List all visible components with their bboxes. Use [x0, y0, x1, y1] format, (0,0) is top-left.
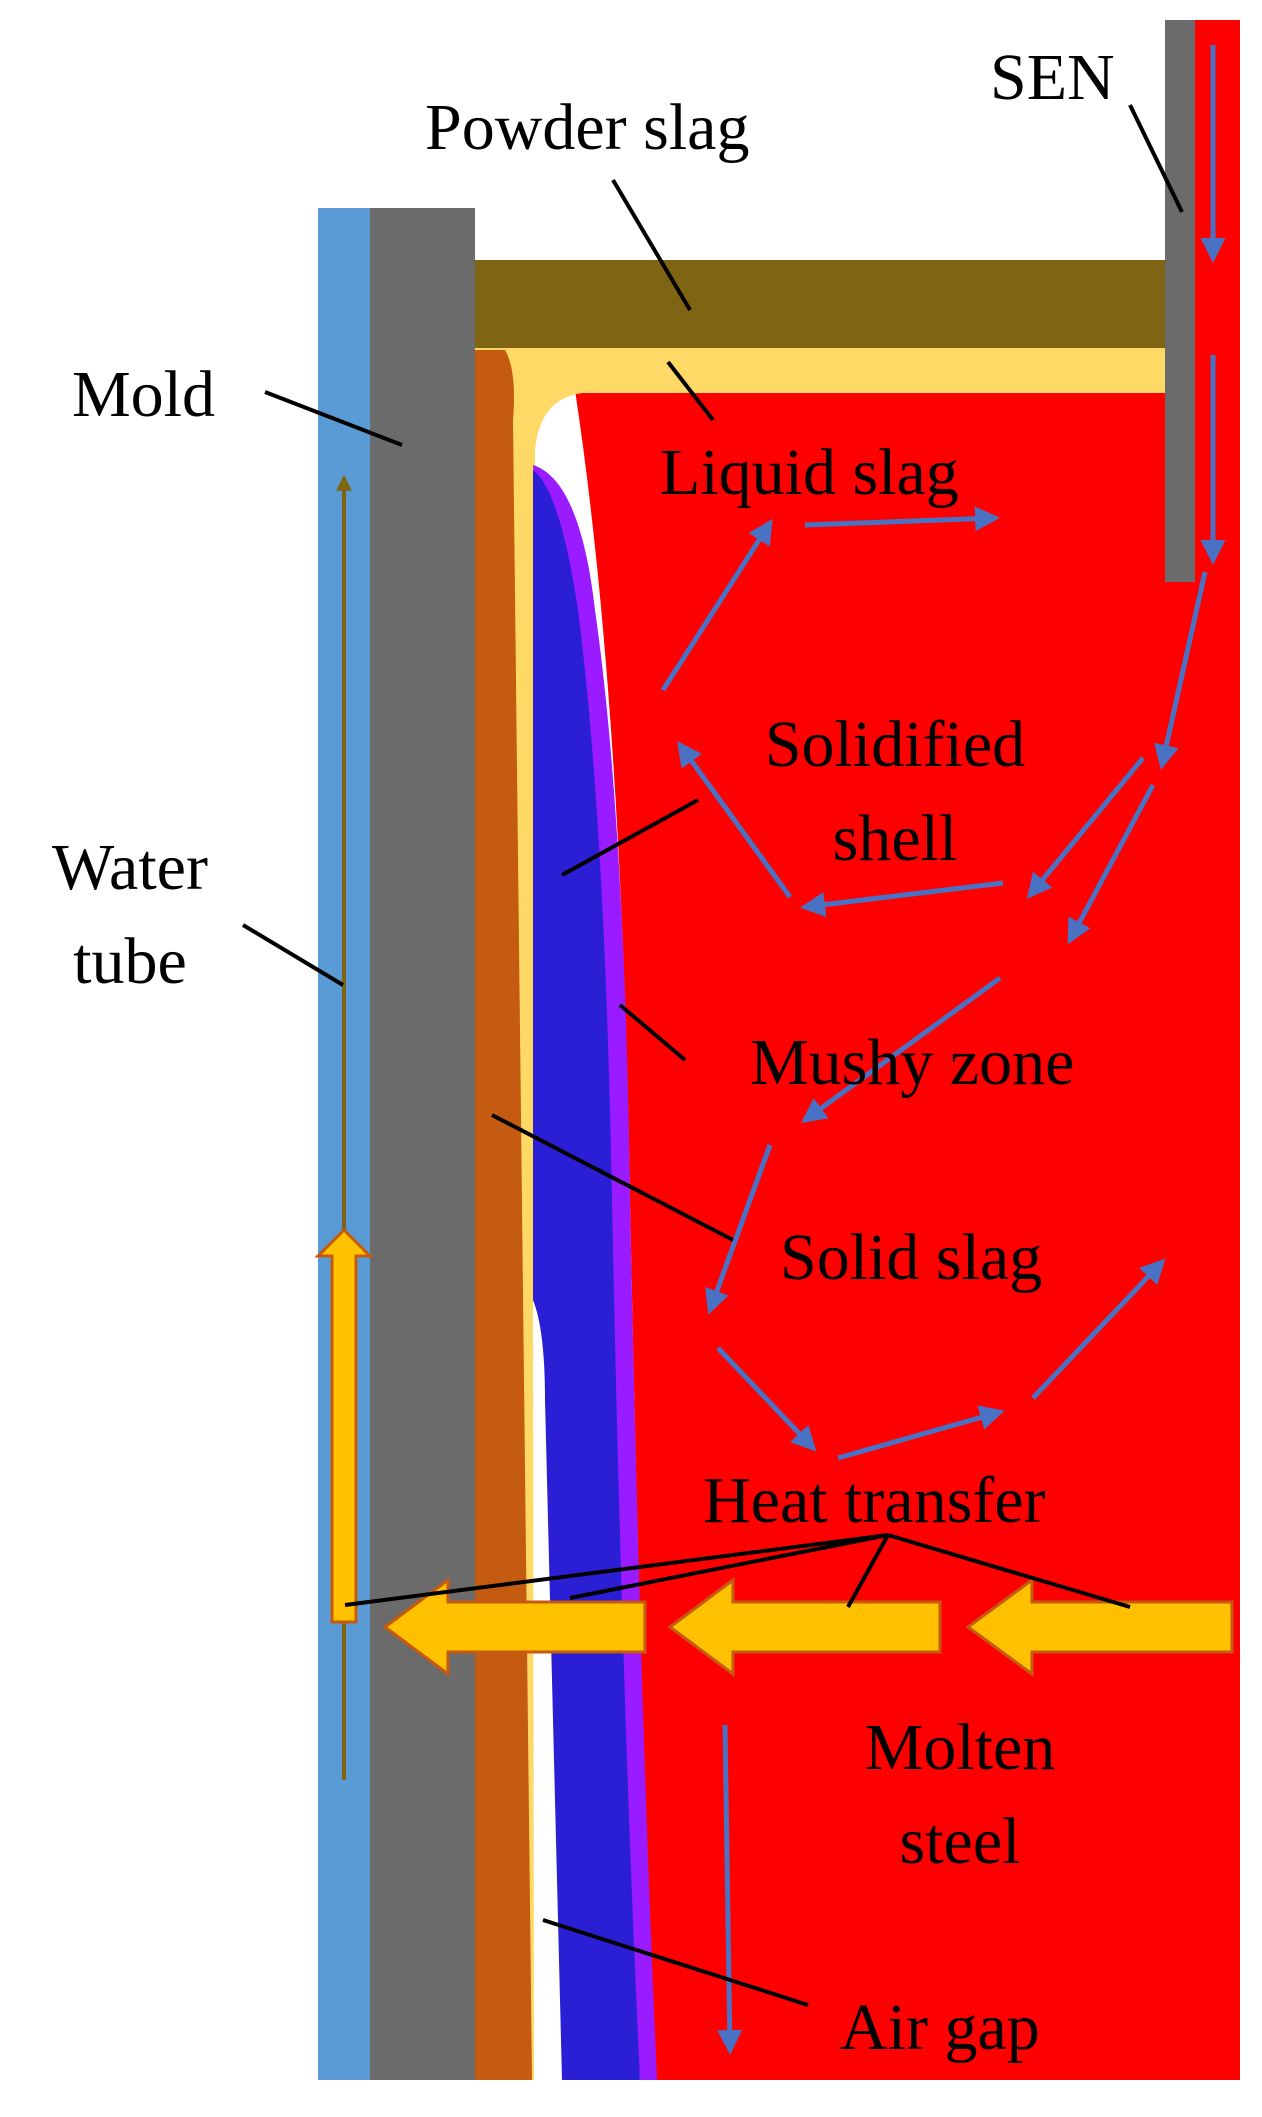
- flow-arrow: [1154, 571, 1208, 770]
- label-water-tube: Water tube: [20, 835, 240, 995]
- air-gap: [533, 1300, 562, 2080]
- leader-line-heat-transfer: [887, 1533, 1131, 1609]
- label-solidified-shell-line1: Solidified: [764, 708, 1026, 781]
- leader-lines: [241, 104, 1184, 2007]
- label-solid-slag: Solid slag: [780, 1221, 1043, 1294]
- flow-arrow: [1067, 783, 1156, 945]
- flow-arrow: [800, 975, 1002, 1123]
- label-mushy-zone: Mushy zone: [750, 1026, 1075, 1099]
- flow-arrow: [716, 1346, 817, 1452]
- label-mold: Mold: [72, 358, 216, 431]
- flow-arrow: [837, 1405, 1005, 1461]
- flow-arrows: [660, 45, 1226, 2055]
- label-air-gap: Air gap: [840, 1991, 1040, 2064]
- mold-wall: [370, 208, 475, 2080]
- heat-arrow-3: [382, 1577, 647, 1677]
- label-solidified-shell-line2: shell: [832, 802, 958, 875]
- powder-slag-layer: [475, 260, 1165, 348]
- leader-line-solidified-shell: [561, 798, 699, 877]
- sen-nozzle: [1165, 20, 1195, 582]
- label-water-tube-line1: Water: [52, 831, 208, 904]
- leader-line-air-gap: [542, 1918, 809, 2007]
- leader-line-heat-transfer: [569, 1533, 889, 1600]
- heat-arrow-1: [965, 1577, 1234, 1677]
- heat-arrow-2: [667, 1577, 942, 1677]
- label-heat-transfer: Heat transfer: [703, 1464, 1046, 1537]
- flow-arrow: [717, 1724, 743, 2055]
- flow-arrow: [804, 506, 1000, 532]
- leader-line-mushy-zone: [618, 1003, 687, 1062]
- label-powder-slag: Powder slag: [425, 91, 750, 164]
- leader-line-solid-slag: [491, 1113, 734, 1242]
- flow-arrow: [1026, 756, 1145, 899]
- leader-line-heat-transfer: [344, 1533, 889, 1607]
- flow-arrow: [660, 518, 773, 692]
- leader-line-mold: [264, 390, 403, 447]
- label-molten-steel-line2: steel: [899, 1805, 1021, 1878]
- heat-arrow-vertical: [314, 1227, 374, 1624]
- leader-line-liquid-slag: [666, 360, 715, 422]
- leader-line-heat-transfer: [846, 1534, 890, 1608]
- leader-line-sen: [1128, 104, 1184, 213]
- heat-transfer-arrows: [314, 1227, 1234, 1677]
- flow-arrow: [800, 880, 1004, 918]
- flow-arrow: [677, 740, 793, 899]
- label-molten-steel: Molten steel: [825, 1715, 1095, 1875]
- label-liquid-slag: Liquid slag: [660, 436, 959, 509]
- label-sen: SEN: [990, 41, 1115, 114]
- leader-line-water-tube: [241, 923, 345, 987]
- solidified-shell: [533, 470, 640, 2080]
- label-water-tube-line2: tube: [73, 925, 187, 998]
- flow-arrow: [1031, 1258, 1166, 1400]
- leader-line-powder-slag: [611, 178, 692, 312]
- flow-arrow: [705, 1144, 773, 1315]
- label-solidified-shell: Solidified shell: [700, 712, 1090, 872]
- label-molten-steel-line1: Molten: [864, 1711, 1056, 1784]
